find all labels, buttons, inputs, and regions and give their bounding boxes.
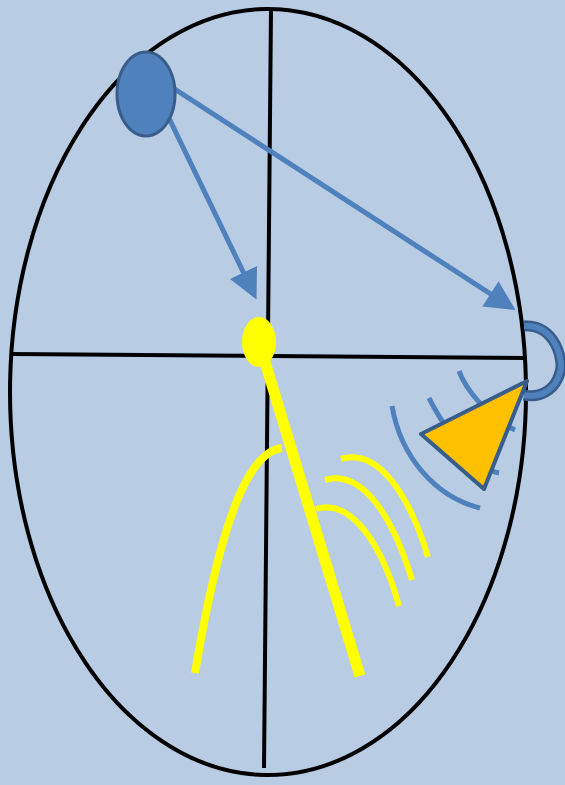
source-ellipse-icon [117,52,175,136]
arrow-to-center [166,112,250,286]
yellow-left-arc [195,448,282,673]
arrow-to-receiver [170,86,503,302]
target-dot-icon [242,317,276,367]
yellow-wave-3 [341,457,428,557]
yellow-structure [195,352,428,676]
